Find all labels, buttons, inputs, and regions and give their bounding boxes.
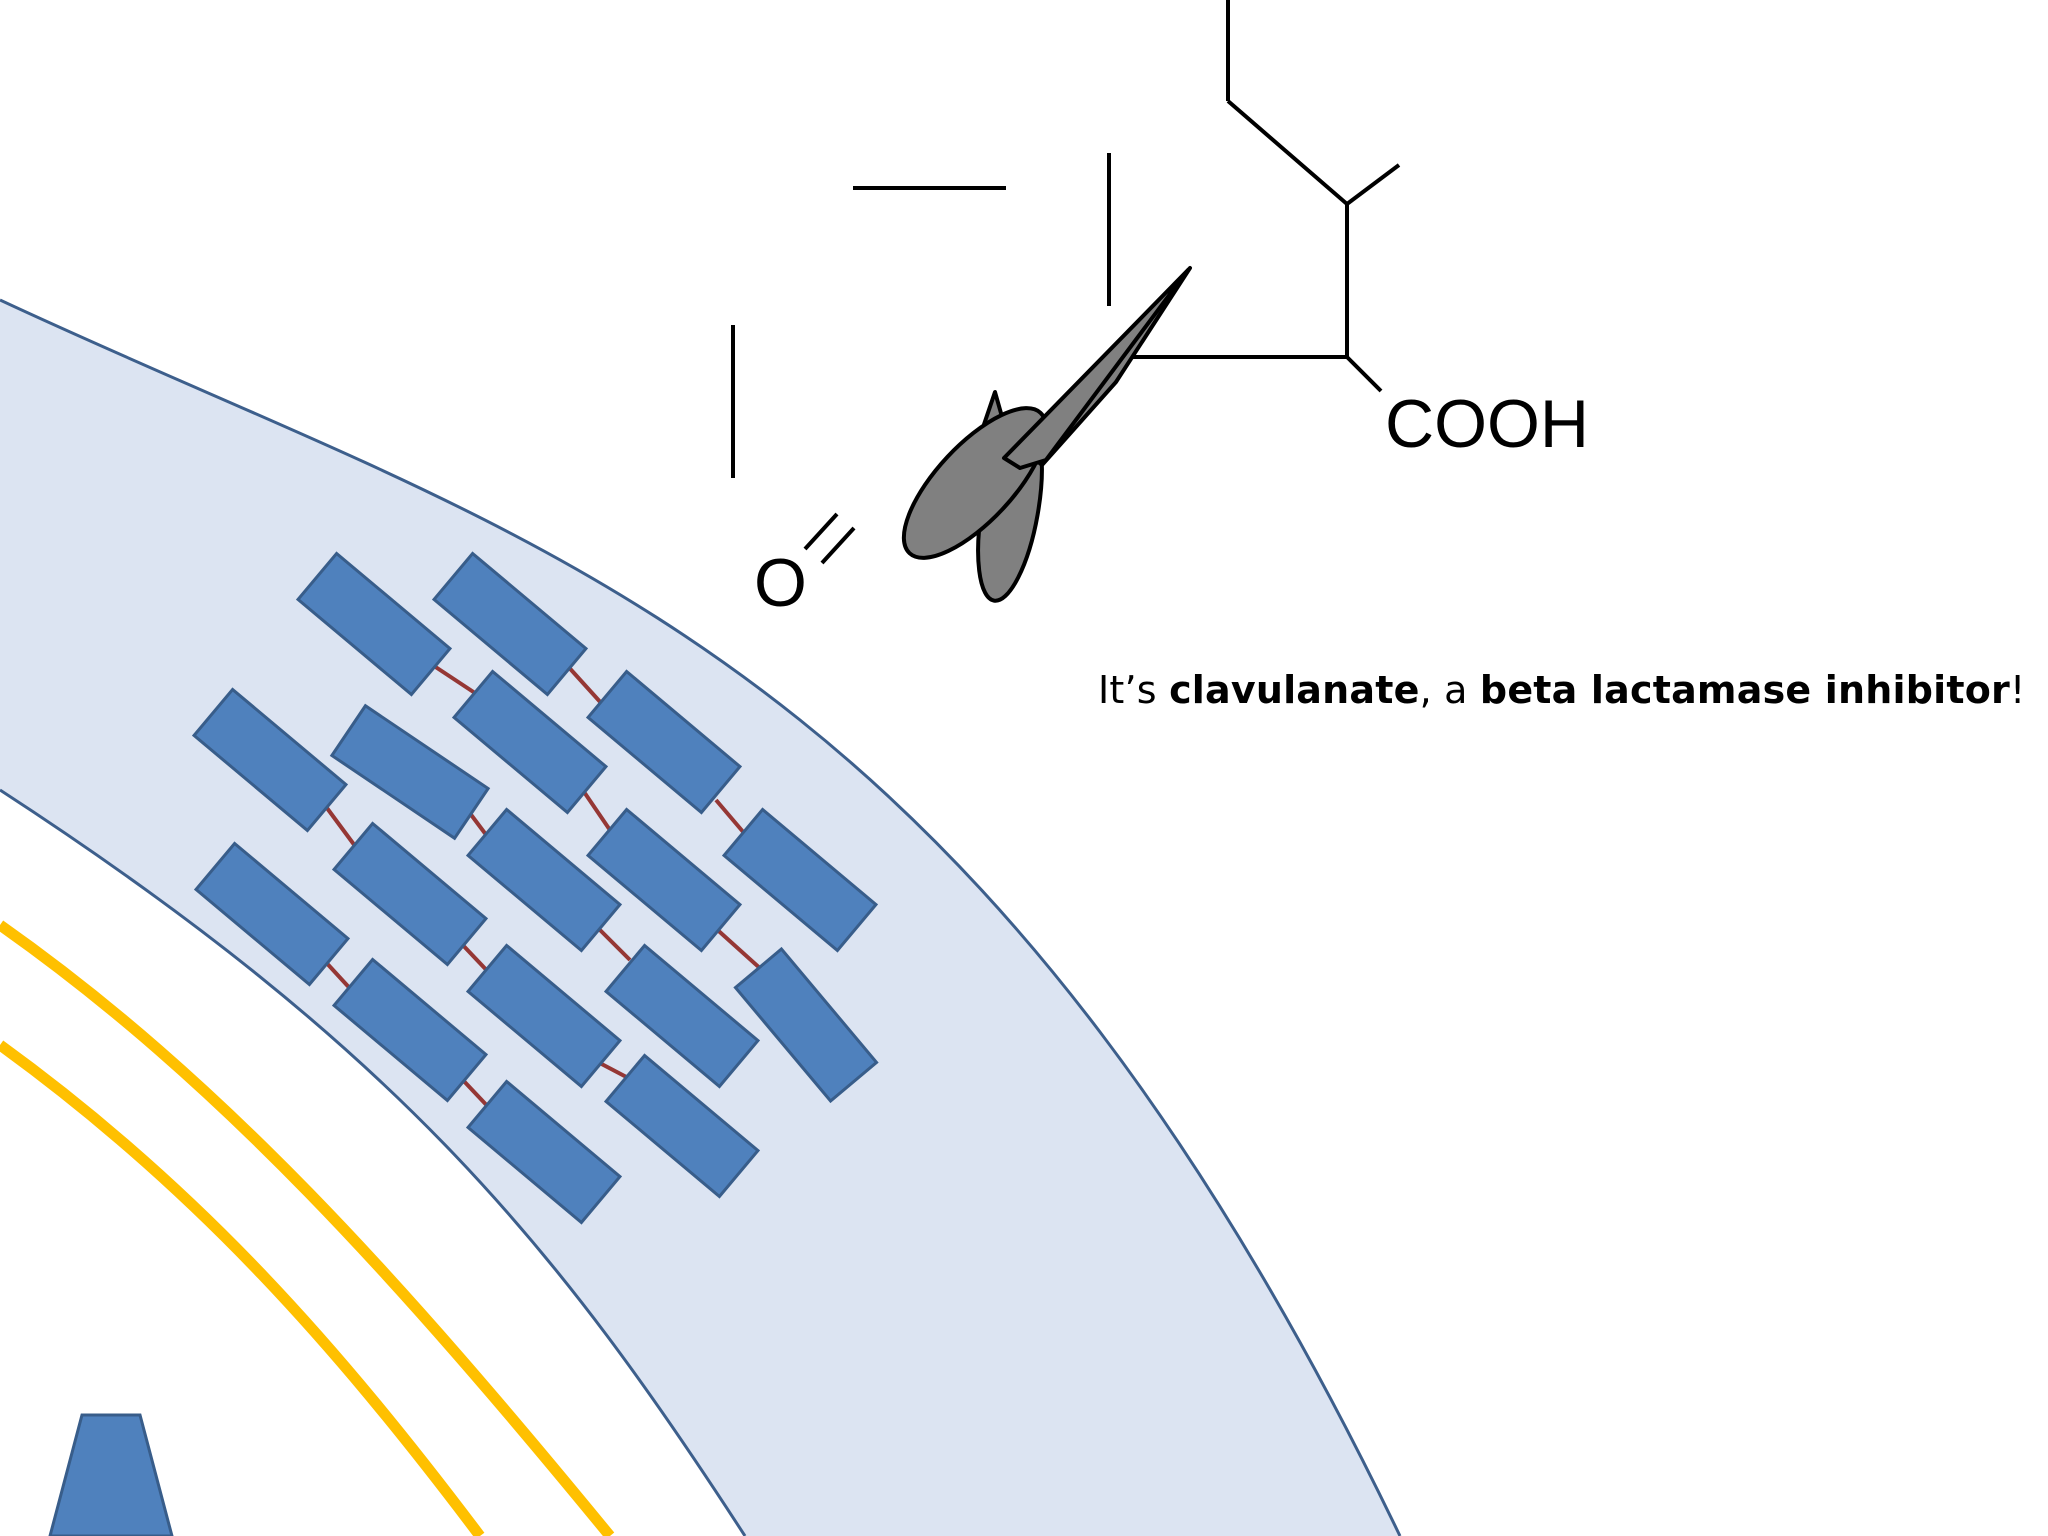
peptidoglycan-block <box>193 841 351 987</box>
crosslink <box>710 923 764 972</box>
scissors-icon <box>901 266 1192 603</box>
peptidoglycan-block <box>329 703 491 841</box>
caption-prefix: It’s <box>1098 668 1170 712</box>
peptidoglycan-block <box>603 943 761 1089</box>
peptidoglycan-block <box>431 551 589 697</box>
peptidoglycan-block <box>451 669 609 815</box>
membrane-protein-icon <box>48 1413 174 1536</box>
cell-wall-outer-edge <box>0 298 1402 1536</box>
peptidoglycan-block <box>585 807 743 953</box>
caption-middle: , a <box>1419 668 1480 712</box>
caption-text: It’s clavulanate, a beta lactamase inhib… <box>1098 668 2025 712</box>
peptidoglycan-block <box>585 669 743 815</box>
clavulanate-structure <box>731 0 1401 565</box>
caption-suffix: ! <box>2010 668 2026 712</box>
peptidoglycan-block <box>331 957 489 1103</box>
scissors-handle-right <box>901 406 1049 560</box>
membrane-inner-line <box>0 1040 485 1536</box>
peptidoglycan-block <box>295 551 453 697</box>
peptidoglycan-block <box>465 807 623 953</box>
bond <box>1131 99 1349 359</box>
double-bond-b <box>820 526 856 565</box>
double-bond-a <box>803 512 839 551</box>
peptidoglycan-block <box>721 807 879 953</box>
scissors-blade-arm <box>1002 268 1190 470</box>
oxygen-label: O <box>754 545 807 621</box>
bond <box>1345 355 1383 393</box>
caption-term-clavulanate: clavulanate <box>1169 668 1420 712</box>
crosslink <box>426 660 480 697</box>
bond <box>1345 163 1401 206</box>
peptidoglycan-block <box>733 946 879 1104</box>
peptidoglycan-block <box>331 821 489 967</box>
peptidoglycan-block <box>603 1053 761 1199</box>
carboxylic-acid-label: COOH <box>1385 386 1589 462</box>
peptidoglycan-block <box>191 687 349 833</box>
membrane-outer-line <box>0 920 615 1536</box>
cell-wall-inner-edge <box>0 788 747 1536</box>
peptidoglycan-block <box>465 1079 623 1225</box>
peptidoglycan-block <box>465 943 623 1089</box>
crosslink <box>578 784 616 838</box>
peptidoglycan-blocks <box>191 551 879 1225</box>
crosslink <box>322 802 360 852</box>
caption-term-inhibitor: beta lactamase inhibitor <box>1479 668 2010 712</box>
